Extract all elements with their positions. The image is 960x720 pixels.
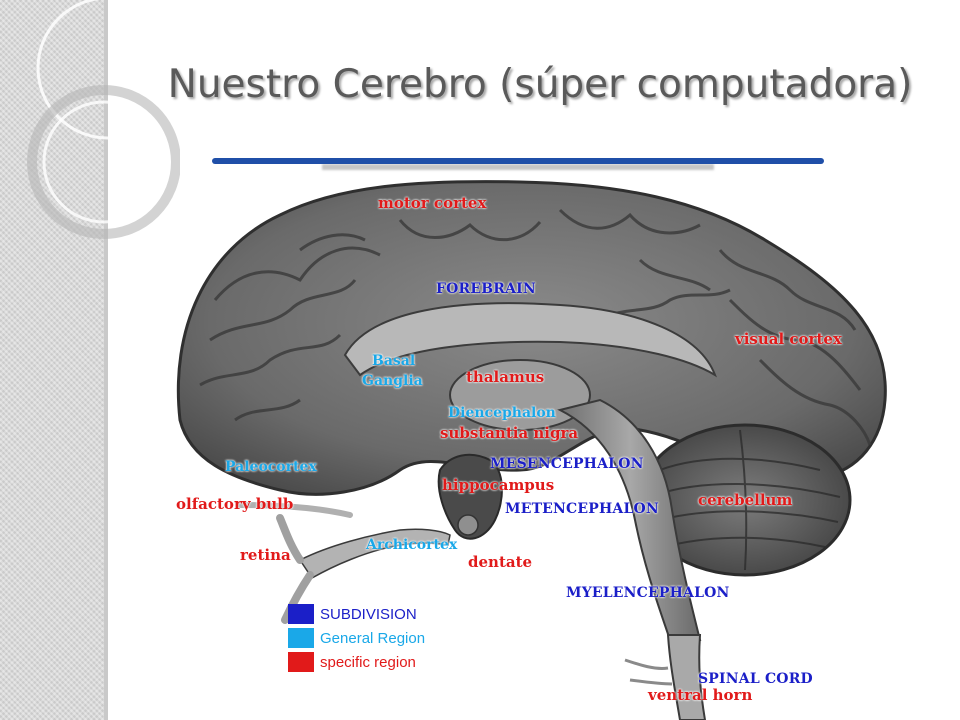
legend: SUBDIVISION General Region specific regi… <box>288 602 425 674</box>
legend-item-subdivision: SUBDIVISION <box>288 602 425 626</box>
label-cerebellum: cerebellum <box>698 491 793 509</box>
legend-label: General Region <box>320 629 426 647</box>
optic-nerve-shape <box>298 528 451 579</box>
label-myelencephalon: MYELENCEPHALON <box>566 585 730 601</box>
label-mesencephalon: MESENCEPHALON <box>490 456 644 472</box>
cerebellum-folia <box>654 429 841 571</box>
legend-item-general-region: General Region <box>288 626 425 650</box>
title-underline <box>212 158 824 164</box>
label-retina: retina <box>240 546 291 564</box>
label-hippocampus: hippocampus <box>442 476 555 494</box>
label-ganglia: Ganglia <box>362 373 423 389</box>
label-motor-cortex: motor cortex <box>378 194 487 212</box>
label-paleocortex: Paleocortex <box>225 459 317 475</box>
hippocampus-shape <box>437 453 503 540</box>
label-metencephalon: METENCEPHALON <box>505 501 659 517</box>
gyri-folds <box>199 208 872 446</box>
label-substantia-nigra: substantia nigra <box>440 424 579 442</box>
label-forebrain: FOREBRAIN <box>436 281 536 297</box>
spinal-cord-shape <box>666 634 707 720</box>
left-band-edge <box>104 0 108 720</box>
label-ventral-horn: ventral horn <box>648 686 753 704</box>
legend-item-specific-region: specific region <box>288 650 425 674</box>
label-archicortex: Archicortex <box>366 537 458 553</box>
legend-swatch-specific-region <box>288 652 314 672</box>
label-visual-cortex: visual cortex <box>735 330 842 348</box>
legend-label: SUBDIVISION <box>320 605 417 623</box>
page-title: Nuestro Cerebro (súper computadora) <box>167 62 913 107</box>
label-olfactory-bulb: olfactory bulb <box>176 495 294 513</box>
label-spinal-cord: SPINAL CORD <box>698 671 813 687</box>
label-diencephalon: Diencephalon <box>448 405 556 421</box>
label-thalamus: thalamus <box>466 368 545 386</box>
title-underline-shadow <box>322 164 714 170</box>
legend-swatch-subdivision <box>288 604 314 624</box>
corpus-callosum <box>343 302 717 378</box>
label-basal: Basal <box>372 353 416 369</box>
label-dentate: dentate <box>468 553 533 571</box>
thalamus-shape <box>449 359 591 431</box>
legend-swatch-general-region <box>288 628 314 648</box>
legend-label: specific region <box>320 653 416 671</box>
